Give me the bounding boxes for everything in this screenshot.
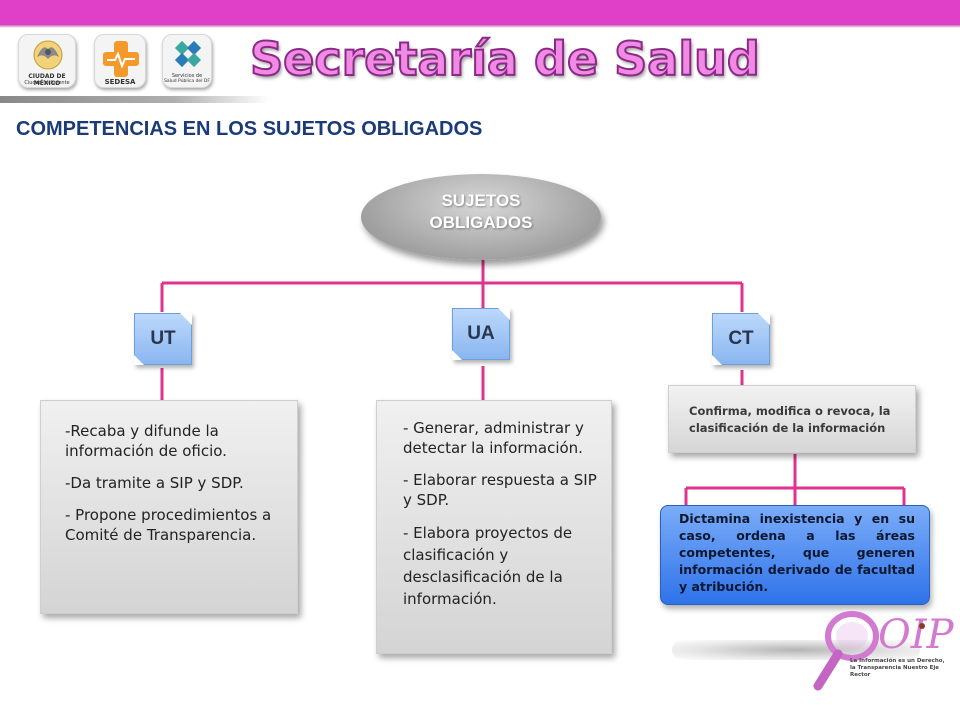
card-ua-text: - Generar, administrar y detectar la inf… [403,418,607,610]
card-ct-confirm: Confirma, modifica o revoca, la clasific… [668,385,916,453]
root-node-label: SUJETOS OBLIGADOS [361,190,601,234]
list-item: - Generar, administrar y detectar la inf… [403,419,584,457]
tag-ct-label: CT [728,328,754,349]
logo-sedesa: SEDESA [94,34,146,88]
oip-motto: La Información es un Derecho, la Transpa… [850,658,958,679]
tag-ua: UA [452,308,510,360]
list-item: -Recaba y difunde la información de ofic… [65,422,227,460]
logo-cdmx-label: CIUDAD DE MÉXICO [28,73,66,87]
tag-ct: CT [712,313,770,365]
logo-servicios-sublabel: Salud Pública del DF [164,79,210,84]
root-node-sujetos-obligados: SUJETOS OBLIGADOS [361,174,601,260]
card-ct-dictamen-text: Dictamina inexistencia y en su caso, ord… [679,511,915,594]
list-item: - Elaborar respuesta a SIP y SDP. [403,471,597,509]
top-bar-shadow [0,24,960,28]
oip-brand-text: OIP [878,612,955,658]
oip-logo: OIP La Información es un Derecho, la Tra… [810,606,958,692]
top-accent-bar [0,0,960,24]
sedesa-cross-icon [103,41,139,77]
tag-ua-label: UA [467,323,495,344]
tag-ut-label: UT [150,328,176,349]
oip-motto-line1: La Información es un Derecho, [850,658,945,664]
tag-ut: UT [134,313,192,365]
page-title: Secretaría de Salud [249,31,761,87]
card-ct-dictamen: Dictamina inexistencia y en su caso, ord… [660,505,930,605]
root-node-line1: SUJETOS [441,191,521,210]
logo-servicios-label: Servicios de [171,73,203,79]
card-ut: -Recaba y difunde la información de ofic… [40,400,298,614]
root-node-line2: OBLIGADOS [429,213,533,232]
list-item: - Elabora proyectos de clasificación y d… [403,524,573,608]
header-divider [0,96,270,103]
logo-sedesa-label: SEDESA [104,78,136,86]
logo-ciudad-de-mexico: CIUDAD DE MÉXICO Ciudad Incluyente [18,34,76,88]
health-services-icon [174,40,202,68]
card-ut-text: -Recaba y difunde la información de ofic… [65,421,287,545]
list-item: - Propone procedimientos a Comité de Tra… [65,506,272,544]
card-ua: - Generar, administrar y detectar la inf… [376,400,612,654]
logo-servicios-salud: Servicios de Salud Pública del DF [162,34,212,88]
section-subtitle: COMPETENCIAS EN LOS SUJETOS OBLIGADOS [16,118,483,140]
oip-motto-line2: la Transparencia Nuestro Eje Rector [850,665,939,678]
card-ct-confirm-text: Confirma, modifica o revoca, la clasific… [689,404,891,435]
magnifier-icon: OIP [813,611,955,691]
logo-cdmx-sublabel: Ciudad Incluyente [24,80,70,86]
eagle-emblem-icon [33,40,63,70]
list-item: -Da tramite a SIP y SDP. [65,474,244,492]
